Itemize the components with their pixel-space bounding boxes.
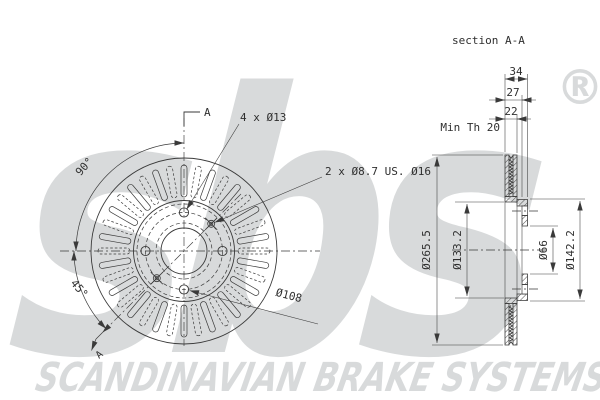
section-title: section A-A (452, 34, 525, 47)
sbs-logo-watermark: sbs (0, 18, 555, 400)
hat-outer-circle (133, 200, 235, 302)
bolt-circle-leader (189, 290, 319, 325)
diameter-dimensions: Ø265.5 Ø133.2 Ø66 Ø142.2 (420, 157, 583, 343)
registered-mark-icon: ® (556, 60, 600, 116)
vent-chevron-top (508, 158, 514, 195)
bolt-circle (145, 212, 223, 290)
dim-width-band: 22 (504, 105, 517, 118)
section-marker-top: A (183, 106, 211, 126)
section-a-bottom-label: A (94, 349, 106, 361)
width-dimensions: 34 27 22 Min Th 20 (440, 65, 536, 134)
dim-outer-diameter: Ø265.5 (420, 230, 433, 270)
bolt-holes-leader (186, 123, 240, 210)
hub-step-circle (155, 222, 213, 280)
diagonal-centerline (108, 193, 242, 327)
vent-chevron-bottom (508, 305, 514, 342)
dim-width-overall: 34 (509, 65, 523, 78)
angle-90-arc (73, 140, 185, 252)
center-bore-circle (160, 227, 208, 275)
section-cut-bottom (504, 273, 528, 346)
pin-holes (150, 217, 218, 285)
section-cut-top (504, 154, 528, 227)
dim-min-thickness: Min Th 20 (440, 121, 500, 134)
dim-band-inner-diameter: Ø133.2 (451, 230, 464, 270)
dim-bore-diameter: Ø66 (537, 240, 550, 260)
dim-hat-diameter: Ø142.2 (564, 230, 577, 270)
bolt-holes-label: 4 x Ø13 (240, 111, 286, 124)
bolt-circle-label: Ø108 (274, 286, 303, 305)
front-view: 90° 45° A A 4 x Ø13 2 x Ø8.7 US. Ø16 Ø10… (60, 106, 431, 361)
section-a-top-label: A (204, 106, 211, 119)
banner-watermark: SCANDINAVIAN BRAKE SYSTEMS (32, 354, 600, 400)
dim-width-hat: 27 (506, 86, 519, 99)
section-marker-bottom: A (91, 323, 112, 361)
pin-holes-leader (214, 176, 323, 223)
angle-45-arc (71, 250, 107, 330)
section-view: section A-A (420, 34, 585, 346)
pin-holes-label: 2 x Ø8.7 US. Ø16 (325, 165, 431, 178)
band-inner-circle (136, 203, 232, 299)
watermark: sbs ® SCANDINAVIAN BRAKE SYSTEMS (0, 18, 600, 400)
